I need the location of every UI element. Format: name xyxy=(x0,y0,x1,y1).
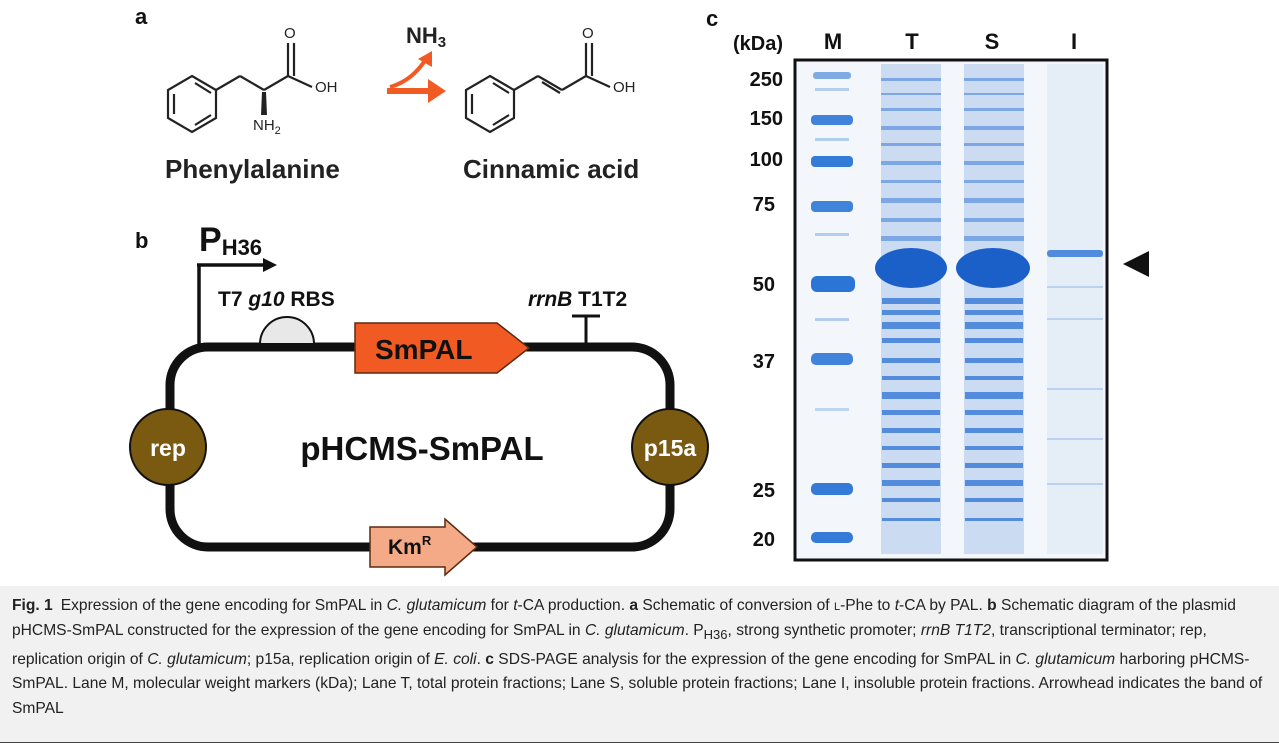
p15a-origin xyxy=(631,408,709,486)
marker-label-100: 100 xyxy=(750,149,783,171)
terminator-symbol xyxy=(572,314,600,345)
atom-o-1: O xyxy=(284,25,296,42)
atom-nh2: NH2 xyxy=(253,117,281,137)
promoter-label: PH36 xyxy=(199,221,262,260)
lane-s-bands xyxy=(956,64,1030,554)
terminator-label: rrnB T1T2 xyxy=(528,288,627,311)
phenylalanine-structure xyxy=(166,43,313,134)
marker-label-250: 250 xyxy=(750,69,783,91)
wedge-bond xyxy=(261,92,267,115)
p15a-label: p15a xyxy=(644,435,697,461)
marker-label-25: 25 xyxy=(753,480,775,502)
kda-unit-label: (kDa) xyxy=(733,33,783,55)
atom-oh-2: OH xyxy=(613,79,636,96)
panel-c-letter: c xyxy=(706,6,719,31)
product-label: Cinnamic acid xyxy=(463,154,639,184)
marker-label-75: 75 xyxy=(753,194,775,216)
lane-label-i: I xyxy=(1071,29,1077,54)
rbs-shape xyxy=(258,316,316,345)
atom-oh-1: OH xyxy=(315,79,338,96)
lane-m-bands xyxy=(811,72,855,543)
marker-label-37: 37 xyxy=(753,351,775,373)
smpal-gene xyxy=(354,322,531,374)
rep-origin xyxy=(129,408,207,486)
marker-label-50: 50 xyxy=(753,274,775,296)
reaction-arrow xyxy=(387,51,446,103)
panel-a-letter: a xyxy=(135,4,148,29)
reactant-label: Phenylalanine xyxy=(165,154,340,184)
smpal-arrowhead-icon xyxy=(1123,251,1149,277)
atom-o-2: O xyxy=(582,25,594,42)
rep-label: rep xyxy=(150,435,186,461)
rbs-label: T7 g10 RBS xyxy=(218,288,335,311)
plasmid-name: pHCMS-SmPAL xyxy=(300,430,543,467)
lane-label-m: M xyxy=(824,29,842,54)
ammonia-label: NH3 xyxy=(406,23,446,51)
reaction-scheme: O OH NH2 Phenylalanine NH3 O OH Cinnamic… xyxy=(165,23,639,184)
lane-i-bands xyxy=(1047,64,1103,554)
gene-label: SmPAL xyxy=(375,334,473,365)
plasmid-map: PH36 T7 g10 RBS SmPAL rrnB T1T2 rep p15a… xyxy=(129,221,709,577)
lane-label-t: T xyxy=(905,29,919,54)
promoter-arrow xyxy=(197,258,277,345)
caption-background xyxy=(0,586,1279,743)
figure-label: Fig. 1 xyxy=(12,597,53,614)
sds-page-gel: (kDa) M T S I 250 150 100 75 50 37 25 20 xyxy=(733,29,1149,562)
kmr-gene xyxy=(369,517,479,577)
lane-label-s: S xyxy=(985,29,1000,54)
cinnamic-acid-structure xyxy=(464,43,611,134)
panel-b-letter: b xyxy=(135,228,149,253)
marker-label-150: 150 xyxy=(750,108,783,130)
marker-label-20: 20 xyxy=(753,529,775,551)
kmr-label: KmR xyxy=(388,533,432,559)
lane-t-bands xyxy=(875,64,947,554)
